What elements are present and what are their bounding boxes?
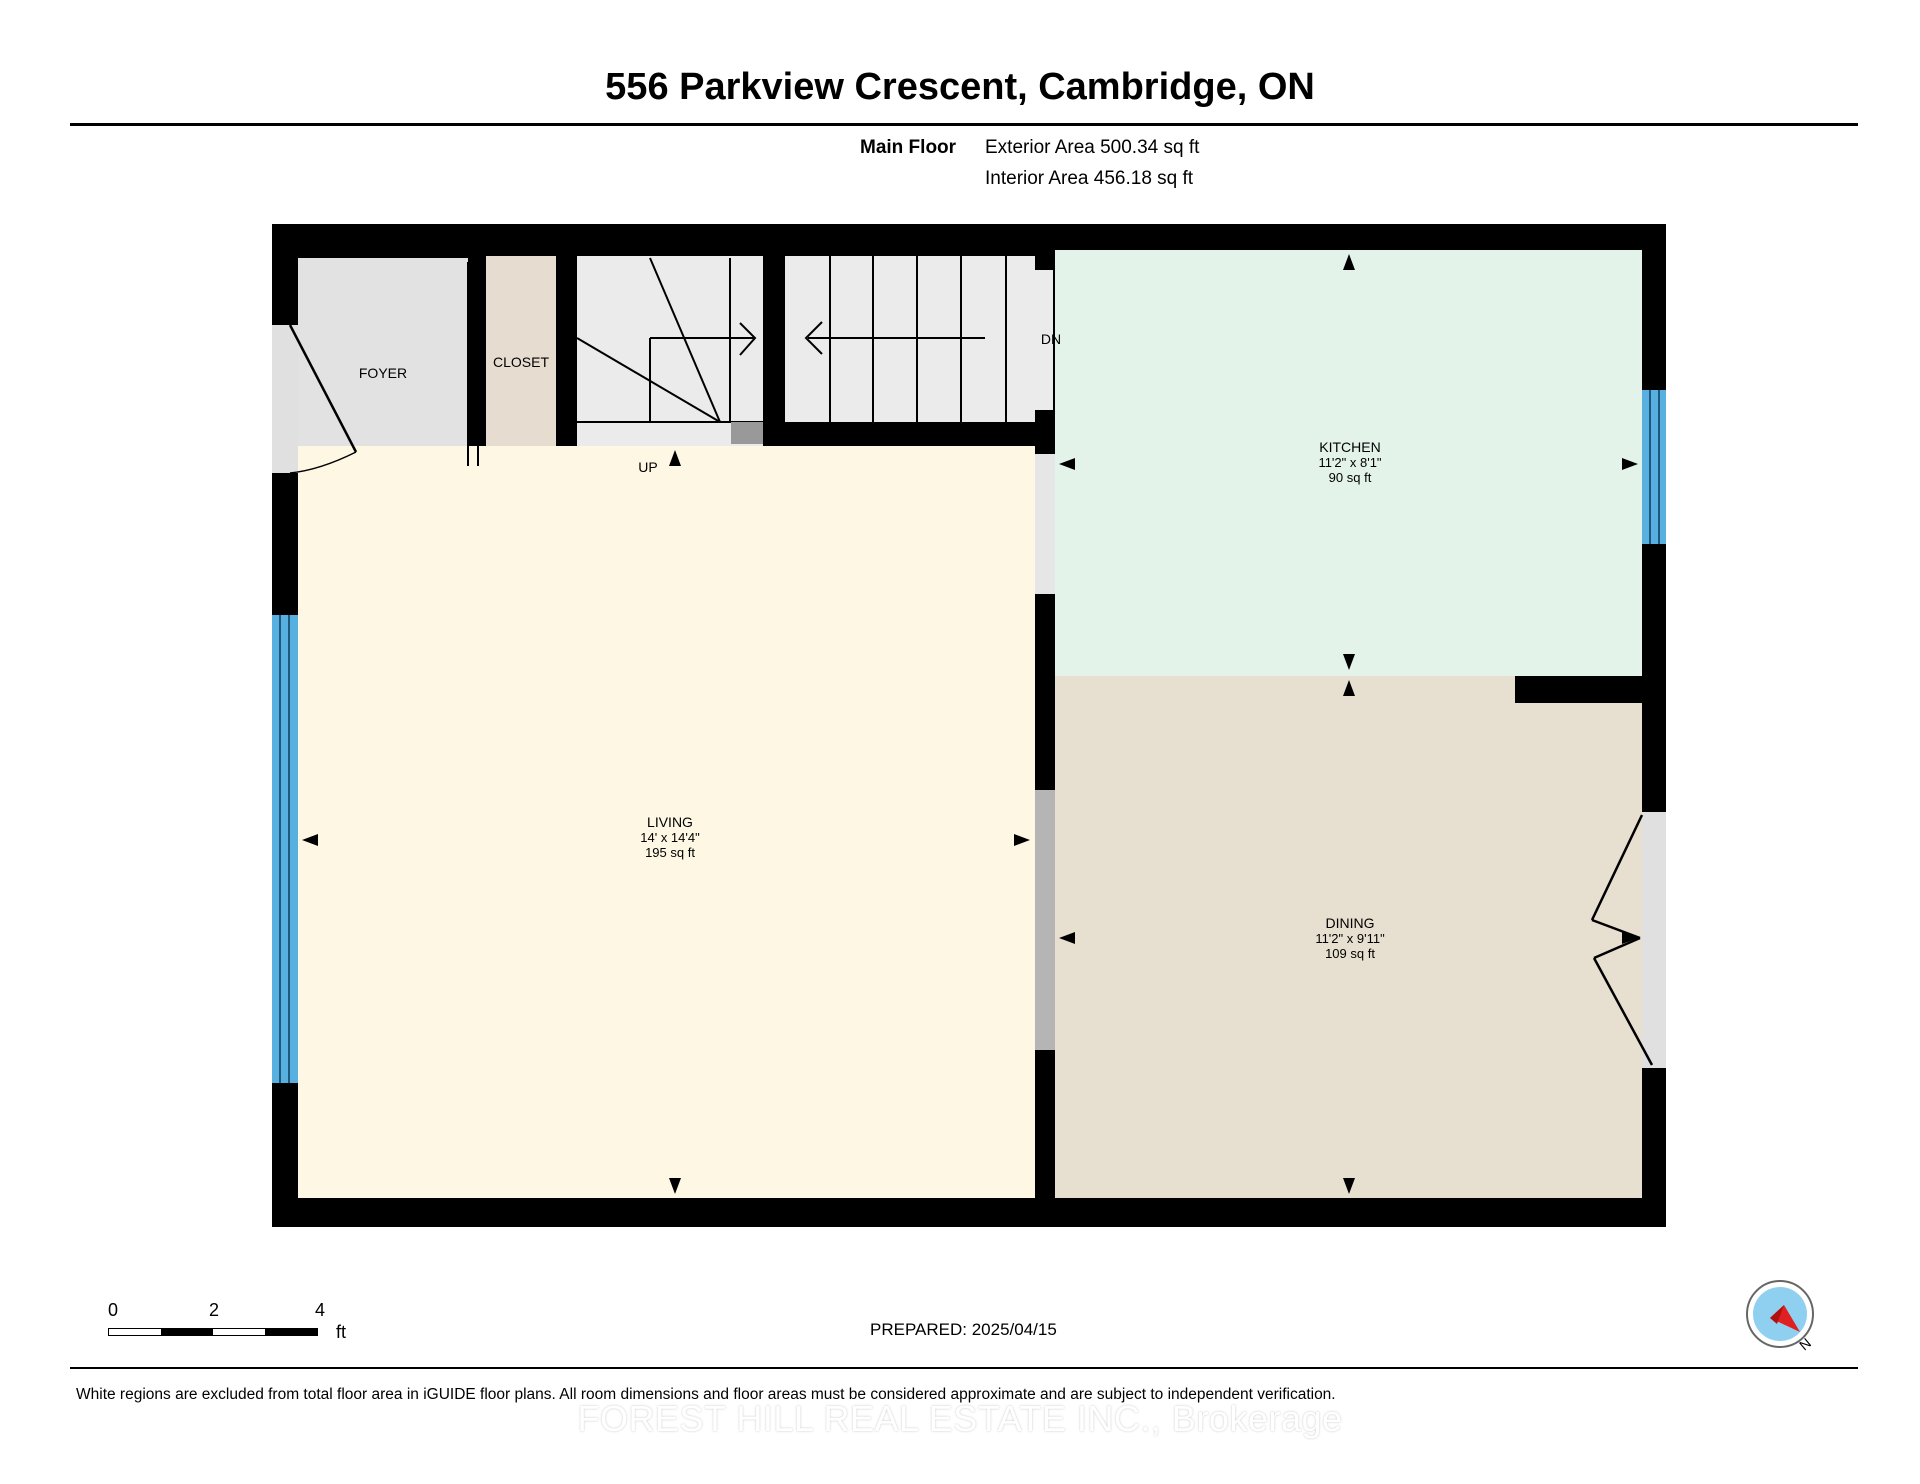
closet-rail: [467, 262, 479, 466]
interior-area: Interior Area 456.18 sq ft: [985, 168, 1194, 189]
dining-dims: 11'2" x 9'11": [1315, 931, 1385, 946]
stair-up-lines: [576, 257, 763, 444]
stair-up-area: [577, 256, 763, 446]
window-mullions: [279, 390, 1660, 1083]
scale-bar: 0 2 4 ft: [108, 1300, 368, 1350]
kitchen-dim-arrow-right: [1622, 458, 1638, 470]
prepared-date: PREPARED: 2025/04/15: [870, 1320, 1057, 1339]
living-dim-arrow-bottom: [669, 1178, 681, 1194]
living-name: LIVING: [647, 814, 693, 830]
kitchen-label: KITCHEN 11'2" x 8'1" 90 sq ft: [1250, 439, 1450, 486]
stair-down-lines: [804, 256, 1007, 422]
closet-name: CLOSET: [492, 354, 549, 370]
dn-landing: [1035, 270, 1053, 410]
foyer-name: FOYER: [358, 365, 408, 381]
dining-dim-arrow-left: [1059, 932, 1075, 944]
dining-name: DINING: [1325, 915, 1375, 931]
living-dim-arrow-right: [1014, 834, 1030, 846]
floor-name: Main Floor: [860, 137, 957, 158]
kitchen-window: [1642, 390, 1666, 544]
stair-down-label: DN: [1036, 332, 1066, 347]
kitchen-dims: 11'2" x 8'1": [1318, 455, 1382, 470]
dining-dim-arrow-top: [1343, 680, 1355, 696]
dining-dim-arrow-right: [1622, 932, 1638, 944]
front-door-opening: [272, 325, 298, 473]
dining-notch-wall: [1515, 676, 1642, 703]
page-title: 556 Parkview Crescent, Cambridge, ON: [605, 66, 1315, 108]
scale-tick-0: 0: [108, 1300, 119, 1320]
front-door-swing: [288, 324, 358, 474]
disclaimer-text: White regions are excluded from total fl…: [76, 1386, 1336, 1403]
scale-unit: ft: [336, 1322, 347, 1342]
stair-up-text: UP: [638, 459, 658, 475]
side-door-opening: [1642, 812, 1666, 1068]
header-rule: [70, 123, 1858, 126]
closet-room: [486, 256, 556, 466]
plan-lineart: [279, 256, 1660, 1083]
living-label: LIVING 14' x 14'4" 195 sq ft: [570, 814, 770, 861]
closet-label: CLOSET: [486, 355, 556, 370]
compass: N: [1744, 1278, 1824, 1358]
stair-up-label: UP: [628, 460, 668, 475]
kitchen-name: KITCHEN: [1319, 439, 1381, 455]
foyer-label: FOYER: [328, 366, 438, 381]
dining-opening: [1035, 790, 1055, 1050]
living-dims: 14' x 14'4": [640, 830, 700, 845]
dining-room: [1055, 676, 1642, 1198]
compass-rose: [1746, 1280, 1814, 1348]
scale-bar-track: [108, 1328, 318, 1336]
exterior-area: Exterior Area 500.34 sq ft: [985, 137, 1200, 158]
kitchen-dim-arrow-bottom: [1343, 654, 1355, 670]
dining-label: DINING 11'2" x 9'11" 109 sq ft: [1250, 915, 1450, 962]
stair-down-text: DN: [1040, 331, 1062, 347]
dining-dim-arrow-bottom: [1343, 1178, 1355, 1194]
dining-area: 109 sq ft: [1325, 946, 1375, 961]
kitchen-dim-arrow-left: [1059, 458, 1075, 470]
kitchen-room: [1055, 250, 1642, 676]
kitchen-opening: [1035, 454, 1055, 594]
brokerage-watermark: FOREST HILL REAL ESTATE INC., Brokerage: [577, 1398, 1343, 1439]
living-area: 195 sq ft: [645, 845, 695, 860]
scale-tick-2: 2: [209, 1300, 220, 1320]
scale-tick-4: 4: [315, 1300, 326, 1320]
kitchen-dim-arrow-top: [1343, 254, 1355, 270]
living-dim-arrow-left: [302, 834, 318, 846]
footer-rule: [70, 1367, 1858, 1369]
floor-plan: FOYER CLOSET UP DN LIVING 14' x 14'4" 19…: [272, 224, 1666, 1227]
stair-up-arrow: [669, 450, 681, 466]
living-window: [272, 615, 298, 1083]
kitchen-area: 90 sq ft: [1328, 470, 1372, 485]
living-room: [298, 446, 1035, 1198]
